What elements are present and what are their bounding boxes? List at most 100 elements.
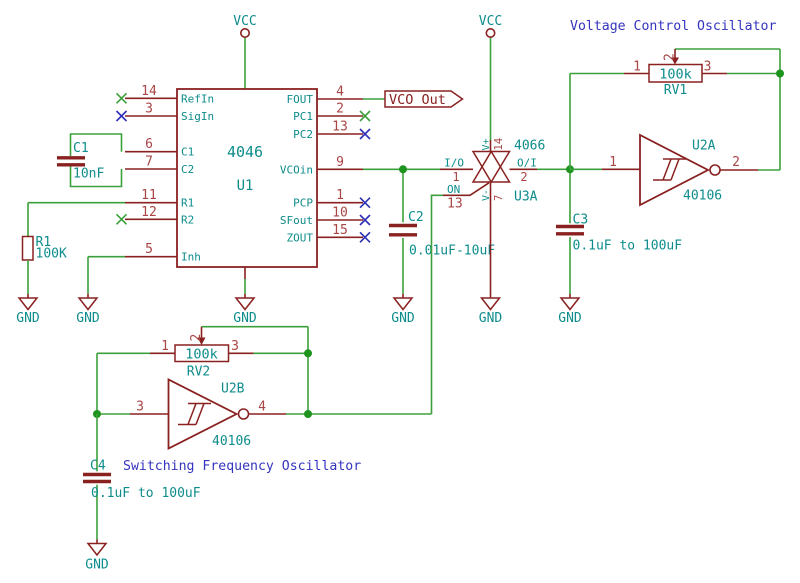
u1-value: 4046: [227, 143, 263, 161]
gnd-symbol-r1[interactable]: GND: [16, 294, 40, 326]
rv1-value: 100k: [659, 67, 692, 83]
vcc-symbol-u3a[interactable]: VCC: [479, 14, 502, 140]
vcc-symbol-u1[interactable]: VCC: [233, 14, 257, 89]
u2a-schmitt-inverter[interactable]: 1 2 U2A 40106: [570, 133, 780, 207]
u2a-inversion-bubble: [709, 164, 721, 176]
gnd-label: GND: [16, 311, 40, 326]
title-voltage-control-oscillator: Voltage Control Oscillator: [570, 19, 776, 34]
gnd-icon: [559, 297, 581, 311]
u1-pin4-number: 4: [336, 85, 344, 100]
c2-capacitor[interactable]: C2 0.01uF-10uF: [389, 169, 495, 294]
u2b-schmitt-inverter[interactable]: 3 4 U2B 40106: [97, 378, 308, 450]
title-switching-frequency-oscillator: Switching Frequency Oscillator: [123, 459, 361, 474]
u1-pin12-name: R2: [181, 213, 194, 226]
rv1-pin1-number: 1: [633, 60, 641, 75]
u1-pin5-name: Inh: [181, 251, 201, 264]
u2a-ref: U2A: [692, 139, 716, 154]
vco-out-text: VCO_Out: [389, 92, 446, 108]
u2a-input-number: 1: [609, 155, 617, 170]
u3a-body: [471, 150, 511, 183]
u1-pin14-name: RefIn: [181, 92, 214, 105]
u3a-4066-symbol[interactable]: I/O 1 O/I 2 ON 13 V+ 14 V- 7 4066 U3A: [440, 138, 545, 298]
u1-pin11-number: 11: [141, 188, 157, 203]
r1-resistor[interactable]: R1 100K: [21, 201, 126, 294]
rv1-potentiometer[interactable]: 100k RV1 1 3 2: [624, 48, 780, 98]
rv2-pin3-number: 3: [231, 339, 239, 354]
wire: [69, 166, 123, 188]
u1-pin11-name: R1: [181, 197, 194, 210]
u1-pin15-number: 15: [332, 223, 348, 238]
rv1-pin2-number: 2: [663, 53, 678, 61]
u1-4046-symbol[interactable]: 4046 U1 RefIn 14 SigIn 3 C1 6 C2 7 R1 11…: [115, 84, 371, 279]
no-connect-icon[interactable]: [359, 231, 371, 243]
u1-pin12-number: 12: [141, 205, 157, 220]
gnd-icon: [86, 542, 108, 557]
junction-dot: [304, 410, 312, 418]
rv1-ref: RV1: [664, 83, 687, 98]
wire: [69, 133, 123, 156]
gnd-icon: [17, 297, 39, 311]
no-connect-icon[interactable]: [359, 214, 371, 226]
c1-capacitor[interactable]: C1 10nF: [57, 133, 123, 188]
rv2-pin1-number: 1: [161, 339, 169, 354]
u1-pin6-number: 6: [145, 137, 153, 152]
no-connect-icon[interactable]: [115, 213, 128, 225]
c1-value: 10nF: [73, 167, 104, 182]
u3a-io-name: I/O: [444, 156, 464, 169]
gnd-symbol-c2[interactable]: GND: [391, 294, 415, 326]
u1-pin6-name: C1: [181, 146, 194, 159]
u1-pin1-number: 1: [336, 188, 344, 203]
u1-ref: U1: [237, 178, 254, 194]
vco-out-net-label[interactable]: VCO_Out: [363, 90, 464, 108]
u2b-output-number: 4: [258, 400, 266, 415]
u3a-vplus-name: V+: [481, 138, 492, 150]
gnd-symbol-u3a[interactable]: GND: [479, 297, 503, 326]
vcc-label: VCC: [233, 14, 256, 29]
rv2-potentiometer[interactable]: 100k RV2 1 3 2: [97, 325, 308, 380]
u1-pin1-name: PCP: [293, 197, 313, 210]
u2b-inversion-bubble: [237, 408, 250, 420]
vcc-label: VCC: [479, 14, 502, 29]
gnd-symbol-c4[interactable]: GND: [85, 539, 109, 573]
u2b-body: [167, 378, 239, 450]
gnd-label: GND: [233, 311, 257, 326]
gnd-label: GND: [85, 558, 109, 573]
rv1-wiper-arrow-icon: [671, 57, 679, 65]
u2b-input-number: 3: [136, 400, 144, 415]
c1-ref: C1: [73, 141, 89, 156]
gnd-symbol-inh[interactable]: GND: [76, 294, 100, 326]
junction-dot: [399, 165, 407, 174]
gnd-label: GND: [558, 311, 582, 326]
no-connect-icon[interactable]: [115, 92, 128, 104]
no-connect-icon[interactable]: [115, 110, 128, 122]
u1-pin10-number: 10: [332, 206, 348, 221]
u1-pin4-name: FOUT: [287, 93, 314, 106]
junction-dot: [304, 349, 312, 358]
c3-capacitor[interactable]: C3 0.1uF to 100uF: [556, 169, 682, 294]
gnd-label: GND: [391, 311, 415, 326]
u2a-body: [639, 133, 710, 207]
rv2-ref: RV2: [187, 365, 210, 380]
no-connect-icon[interactable]: [359, 197, 371, 209]
c3-ref: C3: [573, 213, 589, 228]
u2b-ref: U2B: [221, 382, 245, 397]
gnd-icon: [234, 297, 256, 311]
no-connect-icon[interactable]: [359, 110, 371, 122]
gnd-symbol-c3[interactable]: GND: [558, 294, 582, 326]
u1-pin5-number: 5: [145, 242, 153, 257]
u3a-on-pin: [443, 182, 490, 197]
no-connect-icon[interactable]: [359, 128, 371, 140]
junction-dot: [776, 69, 784, 78]
gnd-icon: [392, 297, 414, 311]
gnd-symbol-u1[interactable]: GND: [233, 279, 257, 326]
u3a-oi-number: 2: [520, 170, 527, 184]
c4-capacitor[interactable]: C4 0.1uF to 100uF: [83, 414, 201, 540]
rv2-value: 100k: [185, 347, 218, 363]
u2b-value: 40106: [212, 434, 251, 449]
u1-pin7-number: 7: [145, 155, 153, 170]
c4-ref: C4: [90, 459, 106, 474]
u3a-on-number: 13: [447, 197, 463, 212]
rv2-pin2-number: 2: [189, 334, 204, 342]
r1-body: [21, 235, 34, 261]
